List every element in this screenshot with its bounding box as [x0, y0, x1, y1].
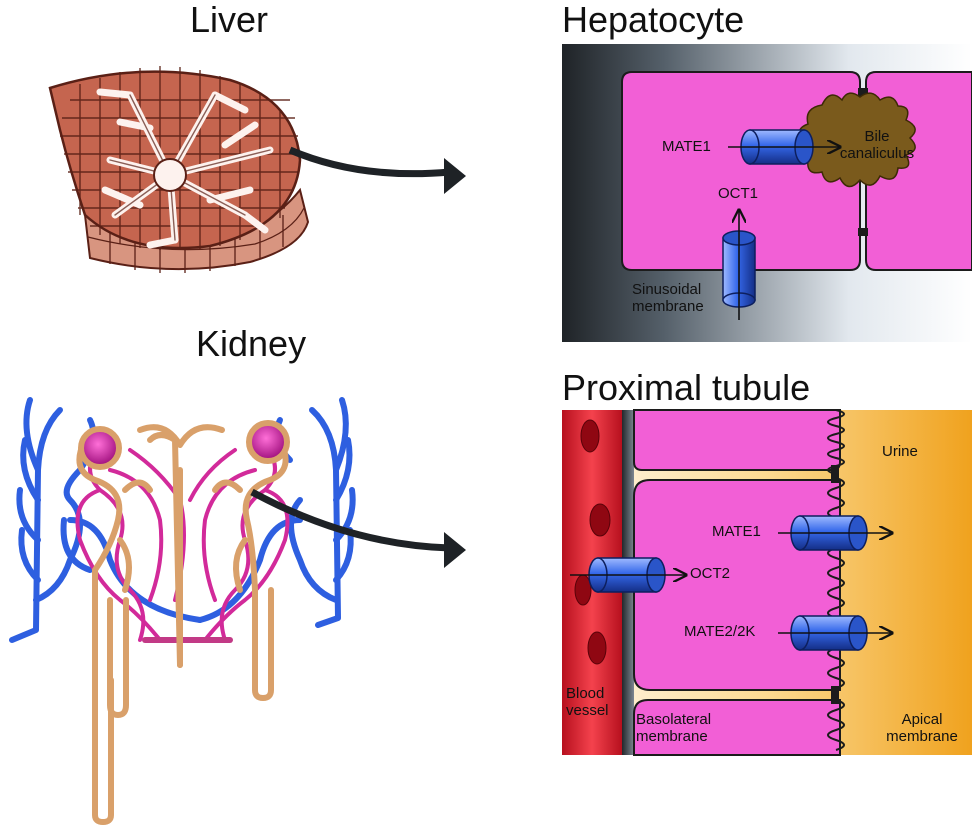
liver-illustration	[48, 66, 310, 273]
kidney-illustration	[9, 397, 356, 825]
apical-membrane-label: Apical membrane	[886, 711, 958, 745]
brush-border	[827, 409, 845, 751]
hepatocyte-panel	[562, 44, 972, 342]
hep-oct1-label: OCT1	[718, 185, 759, 202]
blood-vessel-label: Blood vessel	[566, 685, 609, 719]
basolateral-membrane-label: Basolateral membrane	[636, 711, 712, 745]
bile-canaliculus-label: Bile canaliculus	[839, 128, 915, 162]
sinusoidal-membrane-label: Sinusoidal membrane	[632, 281, 704, 315]
pt-oct2-label: OCT2	[690, 565, 731, 582]
hep-mate1-label: MATE1	[662, 138, 711, 155]
title-proximal-tubule: Proximal tubule	[562, 367, 811, 408]
title-kidney: Kidney	[196, 323, 307, 364]
proximal-tubule-panel	[562, 409, 972, 756]
kidney-arrowhead	[444, 532, 466, 568]
liver-arrowhead	[444, 158, 466, 194]
title-liver: Liver	[190, 0, 269, 40]
pt-mate2-label: MATE2/2K	[684, 623, 756, 640]
title-hepatocyte: Hepatocyte	[562, 0, 745, 40]
kidney-arrow	[250, 488, 451, 552]
liver-arrow	[288, 146, 451, 178]
urine-label: Urine	[882, 443, 918, 460]
pt-mate1-label: MATE1	[712, 523, 761, 540]
